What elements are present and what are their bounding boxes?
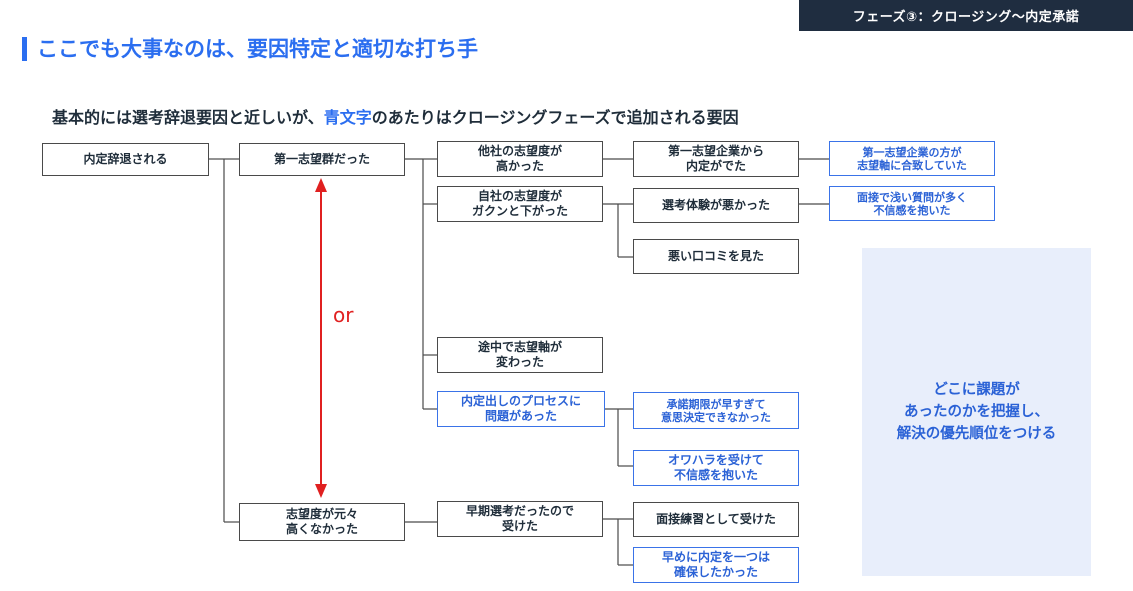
- node-process-issue: 内定出しのプロセスに 問題があった: [437, 391, 605, 427]
- node-bad-reviews: 悪い口コミを見た: [633, 239, 799, 274]
- title-accent-bar: [22, 37, 27, 61]
- node-root: 内定辞退される: [42, 143, 209, 176]
- subtitle-after: のあたりはクロージングフェーズで追加される要因: [371, 108, 739, 127]
- node-shallow-questions: 面接で浅い質問が多く 不信感を抱いた: [829, 186, 995, 221]
- node-other-company-high: 他社の志望度が 高かった: [437, 141, 603, 177]
- node-early-selection: 早期選考だったので 受けた: [437, 501, 603, 537]
- subtitle: 基本的には選考辞退要因と近しいが、青文字のあたりはクロージングフェーズで追加され…: [52, 106, 739, 130]
- or-double-arrow: [315, 178, 327, 498]
- or-label: or: [333, 303, 354, 327]
- node-interview-practice: 面接練習として受けた: [633, 502, 799, 537]
- node-low-interest: 志望度が元々 高くなかった: [239, 503, 405, 541]
- node-owahara: オワハラを受けて 不信感を抱いた: [633, 450, 799, 486]
- node-first-choice-group: 第一志望群だった: [239, 143, 405, 176]
- callout-box: どこに課題が あったのかを把握し、 解決の優先順位をつける: [862, 248, 1091, 576]
- node-deadline-early: 承諾期限が早すぎて 意思決定できなかった: [633, 392, 799, 429]
- node-axis-changed: 途中で志望軸が 変わった: [437, 337, 603, 373]
- node-own-company-dropped: 自社の志望度が ガクンと下がった: [437, 186, 603, 222]
- node-first-choice-offer: 第一志望企業から 内定がでた: [633, 141, 799, 177]
- phase-badge: フェーズ③：クロージング〜内定承諾: [799, 0, 1133, 31]
- subtitle-before: 基本的には選考辞退要因と近しいが、: [52, 108, 324, 127]
- node-bad-experience: 選考体験が悪かった: [633, 188, 799, 223]
- node-match-axis: 第一志望企業の方が 志望軸に合致していた: [829, 141, 995, 176]
- page-title: ここでも大事なのは、要因特定と適切な打ち手: [37, 37, 478, 61]
- node-secure-offer: 早めに内定を一つは 確保したかった: [633, 547, 799, 583]
- subtitle-highlight: 青文字: [323, 108, 372, 127]
